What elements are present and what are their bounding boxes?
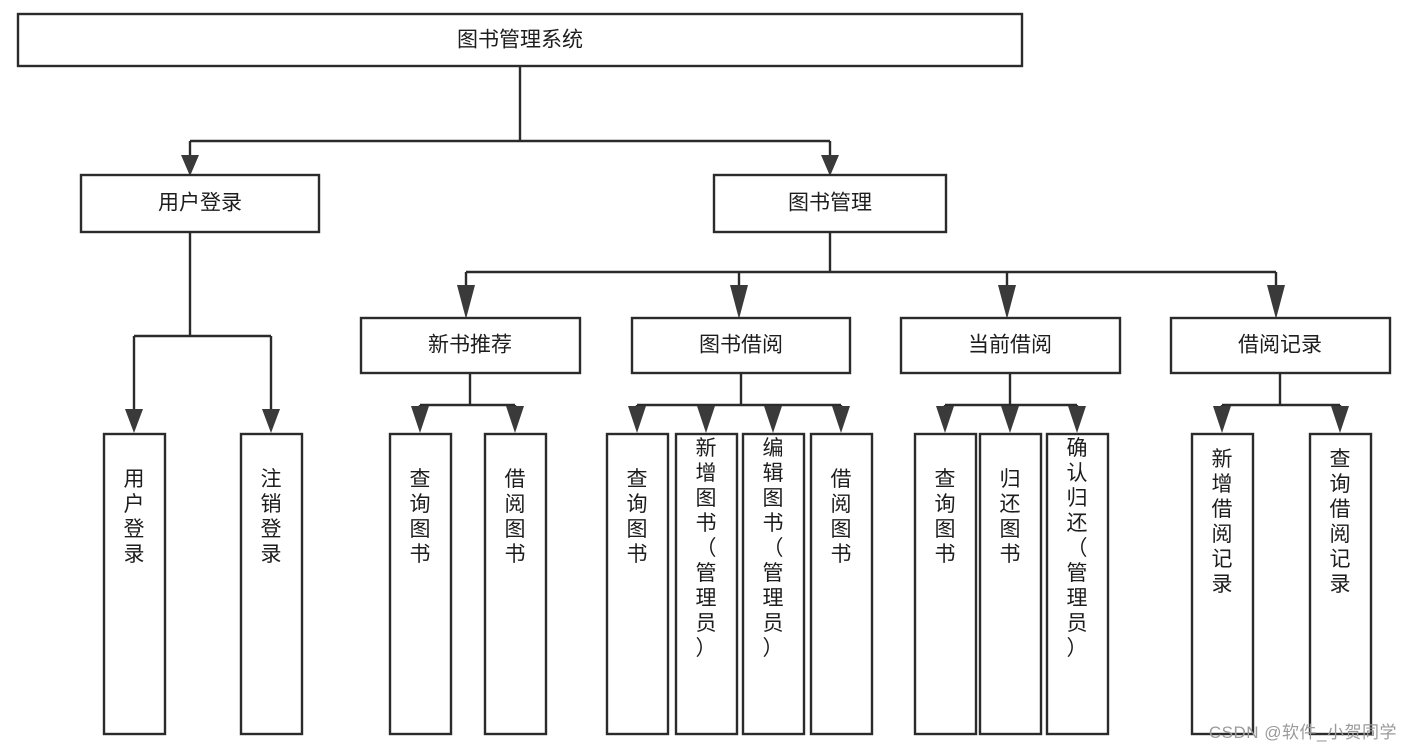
leaf-current-borrow-1-box[interactable] [913,432,978,736]
leaf-book-borrow-1-box[interactable] [605,432,670,736]
leaf-node[interactable]: 查询借阅记录 [1308,432,1373,736]
node-book-borrow[interactable]: 图书借阅 [630,316,852,375]
arrowhead-borrow-record [1267,285,1285,319]
arrowhead-current-borrow [998,285,1016,319]
leaf-current-borrow-2-box[interactable] [978,432,1043,736]
leaf-current-borrow-1-label: 查询图书 [935,468,956,566]
arrowhead-book-borrow [730,285,748,319]
arrowhead-user-login [181,155,199,176]
leaf-current-borrow-2-label: 归还图书 [1000,468,1021,566]
node-new-book-recommend-label: 新书推荐 [428,334,512,357]
arrowhead-leaf-bookborrow-2 [697,406,715,433]
arrowhead-leaf-user-login-2 [262,409,280,433]
leaf-node[interactable]: 新增借阅记录 [1190,432,1255,736]
node-new-book-recommend[interactable]: 新书推荐 [359,316,582,375]
arrowhead-new-book-recommend [457,285,475,319]
node-current-borrow[interactable]: 当前借阅 [899,316,1122,375]
leaf-book-borrow-3-label: 编辑图书（管理员） [763,437,784,660]
arrowhead-leaf-newbook-2 [506,406,524,433]
leaf-book-borrow-4-label: 借阅图书 [831,468,852,566]
node-borrow-record-label: 借阅记录 [1238,334,1322,357]
leaf-user-login-1-box[interactable] [102,432,167,736]
arrowhead-leaf-bookborrow-1 [628,406,646,433]
leaf-node[interactable]: 确认归还（管理员） [1045,432,1110,736]
arrowhead-leaf-bookborrow-4 [832,406,850,433]
leaf-user-login-1-label: 用户登录 [124,468,145,566]
node-book-borrow-label: 图书借阅 [699,334,783,357]
leaf-borrow-record-1-label: 新增借阅记录 [1212,448,1233,596]
leaf-borrow-record-1-box[interactable] [1190,432,1255,736]
arrowhead-leaf-borrowrecord-2 [1331,406,1349,433]
csdn-watermark: CSDN @软件_小贺同学 [1208,723,1397,742]
leaf-book-borrow-4-box[interactable] [809,432,874,736]
node-book-manage-box[interactable] [712,173,948,234]
node-root-box[interactable] [16,12,1024,68]
leaf-node[interactable]: 新增图书（管理员） [674,432,739,736]
node-current-borrow-label: 当前借阅 [968,334,1052,357]
leaf-book-borrow-1-label: 查询图书 [627,468,648,566]
leaf-new-book-2-label: 借阅图书 [505,468,526,566]
node-current-borrow-box[interactable] [899,316,1122,375]
leaf-current-borrow-3-label: 确认归还（管理员） [1067,437,1088,660]
node-new-book-recommend-box[interactable] [359,316,582,375]
leaf-user-login-2-label: 注销登录 [261,468,282,566]
leaf-book-borrow-3-box[interactable] [741,432,806,736]
node-root[interactable]: 图书管理系统 [16,12,1024,68]
leaf-node[interactable]: 查询图书 [605,432,670,736]
leaf-node[interactable]: 编辑图书（管理员） [741,432,806,736]
leaf-node[interactable]: 借阅图书 [483,432,548,736]
leaf-new-book-1-box[interactable] [388,432,453,736]
leaf-node[interactable]: 用户登录 [102,432,167,736]
leaf-node[interactable]: 查询图书 [913,432,978,736]
leaf-book-borrow-2-label: 新增图书（管理员） [696,437,717,660]
node-user-login-label: 用户登录 [158,192,242,215]
leaf-node[interactable]: 借阅图书 [809,432,874,736]
arrowhead-leaf-borrowrecord-1 [1213,406,1231,433]
node-borrow-record[interactable]: 借阅记录 [1169,316,1392,375]
connector-layer [125,66,1349,433]
leaf-book-borrow-2-box[interactable] [674,432,739,736]
arrowhead-book-manage [821,155,839,176]
arrowhead-leaf-currentborrow-2 [1001,406,1019,433]
node-root-label: 图书管理系统 [457,29,583,52]
node-book-borrow-box[interactable] [630,316,852,375]
arrowhead-leaf-user-login-1 [125,409,143,433]
node-book-manage[interactable]: 图书管理 [712,173,948,234]
leaf-new-book-2-box[interactable] [483,432,548,736]
leaf-node[interactable]: 查询图书 [388,432,453,736]
leaf-borrow-record-2-label: 查询借阅记录 [1330,448,1351,596]
arrowhead-leaf-currentborrow-1 [936,406,954,433]
leaf-user-login-2-box[interactable] [239,432,304,736]
leaf-node[interactable]: 归还图书 [978,432,1043,736]
node-user-login[interactable]: 用户登录 [79,173,321,234]
node-borrow-record-box[interactable] [1169,316,1392,375]
leaf-new-book-1-label: 查询图书 [410,468,431,566]
node-book-manage-label: 图书管理 [788,192,872,215]
leaf-node[interactable]: 注销登录 [239,432,304,736]
arrowhead-leaf-bookborrow-3 [764,406,782,433]
leaf-current-borrow-3-box[interactable] [1045,432,1110,736]
leaf-borrow-record-2-box[interactable] [1308,432,1373,736]
node-user-login-box[interactable] [79,173,321,234]
arrowhead-leaf-currentborrow-3 [1068,406,1086,433]
arrowhead-leaf-newbook-1 [411,406,429,433]
